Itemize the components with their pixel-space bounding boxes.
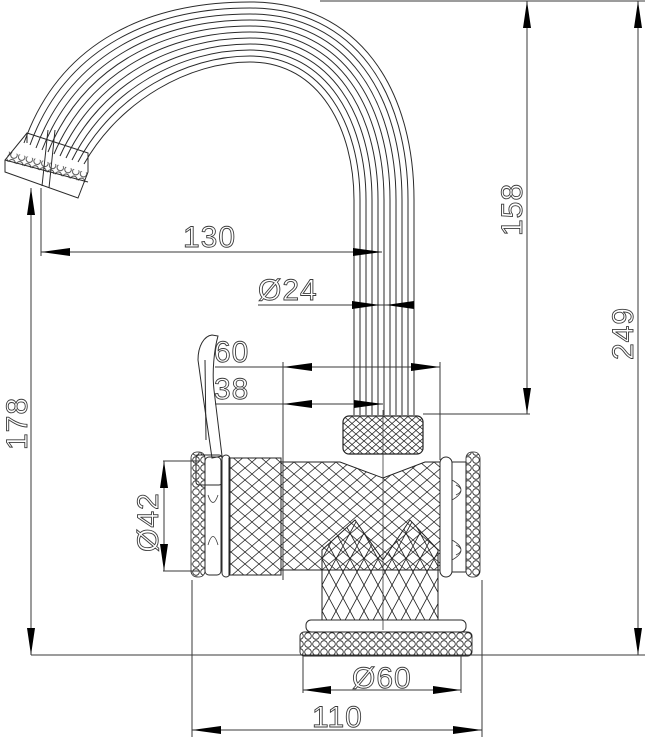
- dim-spout-reach: [40, 188, 382, 256]
- faucet-column: [299, 519, 473, 657]
- spout-gooseneck: [23, 1, 415, 415]
- label-overall-width: 110: [312, 701, 363, 734]
- dim-handle-38: [215, 400, 383, 408]
- label-base-diameter: Ø60: [352, 662, 412, 695]
- aerator-outlet: [4, 129, 89, 199]
- dim-spout-diameter: [258, 301, 414, 309]
- dim-handle-60: [215, 362, 441, 580]
- dim-overall-height: [634, 1, 642, 655]
- dim-body-diameter: [160, 460, 200, 572]
- label-spout-diameter: Ø24: [258, 274, 318, 307]
- label-overall-height: 249: [607, 307, 640, 360]
- dim-outlet-height: [27, 188, 645, 656]
- label-handle-38: 38: [214, 373, 249, 406]
- dim-overall-width: [191, 580, 483, 737]
- label-spout-height: 158: [496, 183, 529, 236]
- label-body-diameter: Ø42: [132, 492, 165, 552]
- dim-base-diameter: [302, 656, 462, 694]
- dim-spout-height: [320, 0, 645, 415]
- label-handle-60: 60: [214, 336, 249, 369]
- label-outlet-height: 178: [1, 397, 34, 450]
- label-spout-reach: 130: [183, 221, 236, 254]
